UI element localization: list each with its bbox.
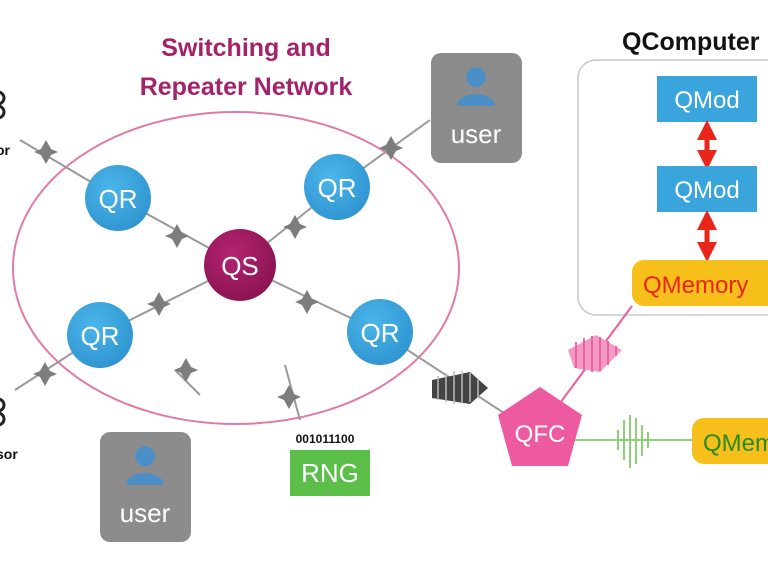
network-title-line1: Switching and: [161, 34, 330, 62]
sensor-bottom-label: sor: [0, 446, 18, 462]
qcomputer-title: QComputer: [622, 28, 760, 56]
photon-packet-icon: [165, 224, 189, 248]
qr-label: QR: [81, 321, 120, 351]
user-top: user: [431, 53, 522, 163]
user-top-label: user: [451, 119, 502, 149]
sensor-icon: [0, 90, 6, 120]
qmemory-1: QMemory: [632, 260, 768, 306]
qr-node-bottom-right: QR: [347, 299, 413, 365]
photon-packet-icon: [147, 292, 171, 316]
photon-packet-dark: [432, 371, 488, 404]
sensor-bottom: sor: [0, 397, 18, 462]
qfc-label: QFC: [515, 421, 566, 448]
network-ellipse: [12, 111, 460, 425]
qcomputer: QComputer QMod QMod QMemory: [577, 28, 768, 316]
rng-node: 001011100 RNG: [290, 432, 370, 496]
qs-node: QS: [204, 229, 276, 301]
qmod-2-label: QMod: [674, 177, 739, 204]
photon-packet-icon: [277, 385, 301, 409]
sensor-top: or: [0, 90, 11, 158]
sensor-icon: [0, 397, 6, 427]
qr-label: QR: [99, 184, 138, 214]
qmemory-2: QMemory: [692, 418, 768, 464]
user-bottom: user: [100, 432, 191, 542]
photon-packet-icon: [379, 136, 403, 160]
qmemory-2-label: QMemory: [703, 430, 768, 457]
qmemory-1-label: QMemory: [643, 272, 748, 299]
qfc-node: QFC: [498, 387, 582, 466]
sensor-top-label: or: [0, 142, 11, 158]
qmod-2: QMod: [657, 166, 757, 212]
qmod-1-label: QMod: [674, 87, 739, 114]
photon-packet-pink: [568, 335, 622, 372]
qr-label: QR: [318, 173, 357, 203]
qmod-1: QMod: [657, 76, 757, 122]
qr-node-bottom-left: QR: [67, 302, 133, 368]
photon-packet-green: [617, 415, 649, 468]
photon-packet-icon: [283, 215, 307, 239]
qs-label: QS: [221, 251, 259, 281]
rng-bits: 001011100: [296, 432, 355, 446]
qr-label: QR: [361, 318, 400, 348]
rng-label: RNG: [301, 458, 359, 488]
network-title-line2: Repeater Network: [140, 73, 353, 101]
qr-node-top-left: QR: [85, 165, 151, 231]
qr-node-top-right: QR: [304, 154, 370, 220]
photon-packet-icon: [174, 358, 198, 382]
user-bottom-label: user: [120, 498, 171, 528]
